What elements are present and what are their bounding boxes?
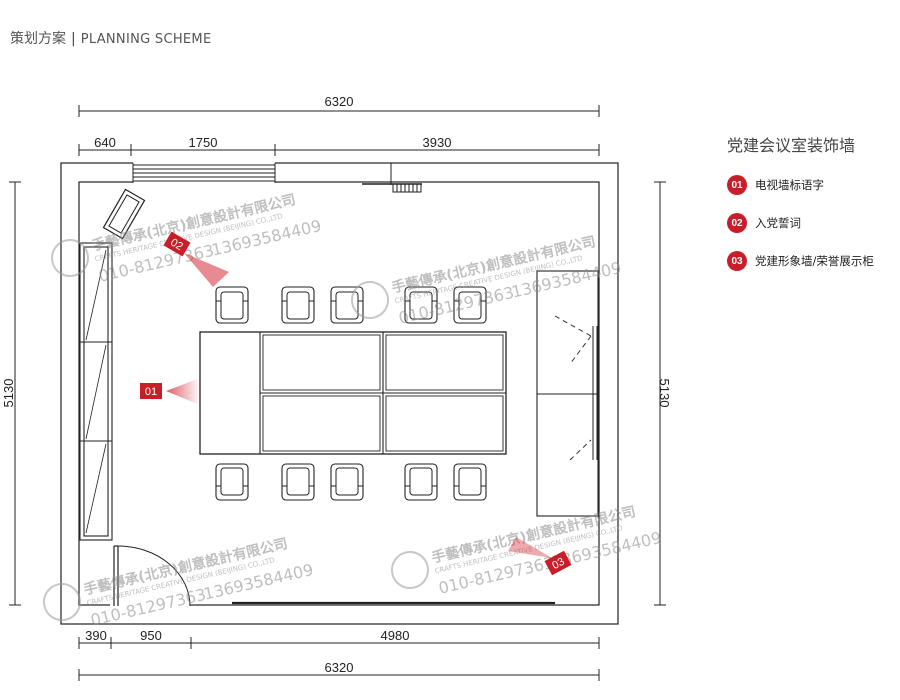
marker-01-label: 01 bbox=[145, 386, 157, 398]
marker-02: 02 bbox=[163, 231, 229, 287]
dim-top-seg-1: 640 bbox=[94, 135, 116, 150]
legend-item-1: 01 电视墙标语字 bbox=[727, 174, 897, 196]
dim-bottom-seg-2: 950 bbox=[140, 628, 162, 643]
top-window bbox=[132, 162, 276, 183]
marker-03-label: 03 bbox=[550, 556, 566, 572]
conference-table bbox=[199, 331, 507, 455]
legend-item-3: 03 党建形象墙/荣誉展示柜 bbox=[727, 250, 897, 272]
legend-badge-1: 01 bbox=[727, 175, 747, 195]
page-header: 策划方案 | PLANNING SCHEME bbox=[10, 28, 211, 48]
dim-bottom-seg-1: 390 bbox=[85, 628, 107, 643]
dimension-lines bbox=[9, 105, 666, 681]
legend-badge-2: 02 bbox=[727, 213, 747, 233]
right-honor-cabinet bbox=[536, 270, 599, 517]
dim-top-seg-2: 1750 bbox=[189, 135, 218, 150]
legend: 党建会议室装饰墙 01 电视墙标语字 02 入党誓词 03 党建形象墙/荣誉展示… bbox=[727, 132, 897, 288]
header-title-en: PLANNING SCHEME bbox=[80, 32, 212, 47]
legend-badge-3: 03 bbox=[727, 251, 747, 271]
header-separator: | bbox=[71, 31, 76, 47]
legend-title: 党建会议室装饰墙 bbox=[727, 136, 856, 155]
tv-cabinet bbox=[102, 188, 146, 240]
dim-bottom-total: 6320 bbox=[325, 660, 354, 675]
legend-label-3: 党建形象墙/荣誉展示柜 bbox=[755, 254, 874, 268]
marker-02-label: 02 bbox=[168, 237, 185, 254]
top-vent bbox=[362, 163, 422, 193]
marker-01: 01 bbox=[140, 378, 200, 405]
legend-item-2: 02 入党誓词 bbox=[727, 212, 897, 234]
legend-label-1: 电视墙标语字 bbox=[755, 178, 824, 192]
marker-03: 03 bbox=[508, 537, 572, 576]
room-walls bbox=[60, 162, 619, 625]
dim-top-total: 6320 bbox=[325, 94, 354, 109]
dim-right-height: 5130 bbox=[657, 379, 672, 408]
left-display-cabinet bbox=[79, 242, 113, 541]
dim-bottom-seg-3: 4980 bbox=[381, 628, 410, 643]
door bbox=[110, 545, 191, 608]
legend-label-2: 入党誓词 bbox=[755, 216, 801, 230]
dim-left-height: 5130 bbox=[1, 379, 16, 408]
header-title-cn: 策划方案 bbox=[10, 31, 66, 47]
dim-top-seg-3: 3930 bbox=[423, 135, 452, 150]
